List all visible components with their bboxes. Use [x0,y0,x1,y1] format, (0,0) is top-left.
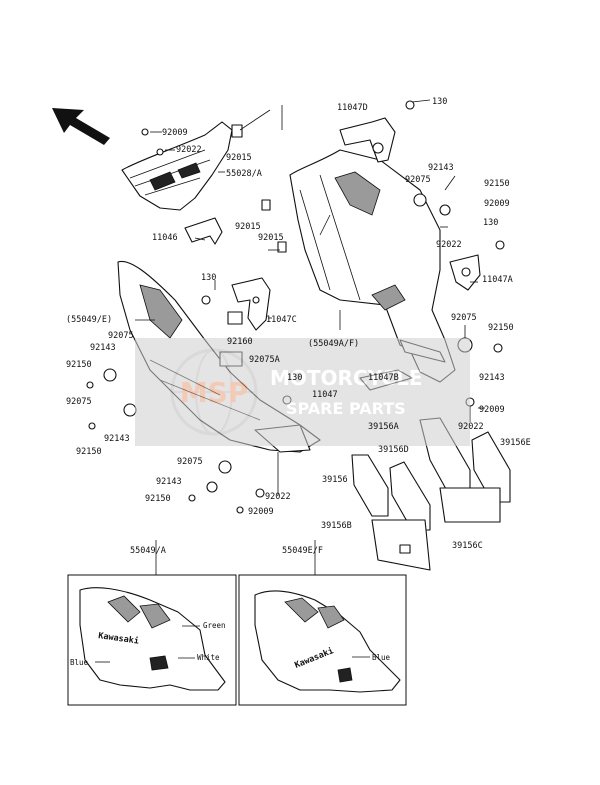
watermark: MSP MOTORCYCLE SPARE PARTS [135,338,470,446]
label-92143-b: 92143 [156,477,182,487]
bracket-11047c [231,277,271,331]
label-92143-l2: 92143 [104,434,130,444]
inset-left-color-3: White [197,653,220,662]
label-92015-m2: 92015 [258,233,284,243]
bracket-11047a [449,254,481,291]
watermark-line2: SPARE PARTS [286,399,406,418]
label-11047c: 11047C [266,315,297,325]
label-130-l: 130 [201,273,216,283]
label-92015-m: 92015 [235,222,261,232]
label-92143-l: 92143 [90,343,116,353]
label-11047b: 11047B [368,373,399,383]
label-55049af: (55049A/F) [308,339,359,349]
label-39156c: 39156C [452,541,483,551]
label-92075-l2: 92075 [66,397,92,407]
front-direction-arrow-icon [52,108,110,145]
label-55049ef: 55049E/F [282,546,323,556]
plate-39156b [371,519,431,571]
label-92143-r: 92143 [428,163,454,173]
label-92022-r: 92022 [436,240,462,250]
label-92150-b: 92150 [145,494,171,504]
label-92150-l: 92150 [66,360,92,370]
watermark-logo: MSP [180,376,249,409]
plate-39156 [351,454,389,517]
label-55049e: (55049/E) [66,315,112,325]
lower-cowl-55028a [121,121,243,211]
inset-left-color-2: Blue [70,658,89,667]
part-labels: 92009 92022 92015 55028/A 11046 11047D 1… [66,97,531,556]
plate-39156d [389,461,431,531]
label-92009: 92009 [162,128,188,138]
inset-right: Kawasaki Blue [238,574,407,706]
label-92150-l2: 92150 [76,447,102,457]
label-92015: 92015 [226,153,252,163]
label-92009-r: 92009 [484,199,510,209]
inset-left-color-1: Green [203,621,226,630]
label-39156e: 39156E [500,438,531,448]
label-92143-r2: 92143 [479,373,505,383]
label-92022-r2: 92022 [458,422,484,432]
label-130-top: 130 [432,97,447,107]
plate-39156e [471,431,511,503]
label-11047a: 11047A [482,275,513,285]
label-39156: 39156 [322,475,348,485]
label-39156a: 39156A [368,422,399,432]
label-11047d: 11047D [337,103,368,113]
label-11047: 11047 [312,390,338,400]
label-92150-r2: 92150 [488,323,514,333]
label-11046: 11046 [152,233,178,243]
label-92009-r2: 92009 [479,405,505,415]
label-55028a: 55028/A [226,169,262,179]
label-92022-b: 92022 [265,492,291,502]
inset-right-color-1: Blue [372,653,391,662]
label-92022: 92022 [176,145,202,155]
inset-left: Kawasaki Green Blue White [67,574,237,706]
label-92075-r: 92075 [405,175,431,185]
label-130-m: 130 [287,373,302,383]
bracket-11047d [339,117,396,163]
label-92075-b: 92075 [177,457,203,467]
plate-39156c [439,487,501,523]
label-39156b: 39156B [321,521,352,531]
label-92009-b: 92009 [248,507,274,517]
label-92075-l: 92075 [108,331,134,341]
bracket-11046 [184,217,223,245]
label-92160: 92160 [227,337,253,347]
label-130-r: 130 [483,218,498,228]
leader-lines [135,99,485,575]
label-92150-r: 92150 [484,179,510,189]
label-92075-r2: 92075 [451,313,477,323]
label-92075a: 92075A [249,355,280,365]
watermark-line1: MOTORCYCLE [270,366,422,390]
label-39156d: 39156D [378,445,409,455]
label-55049a: 55049/A [130,546,166,556]
